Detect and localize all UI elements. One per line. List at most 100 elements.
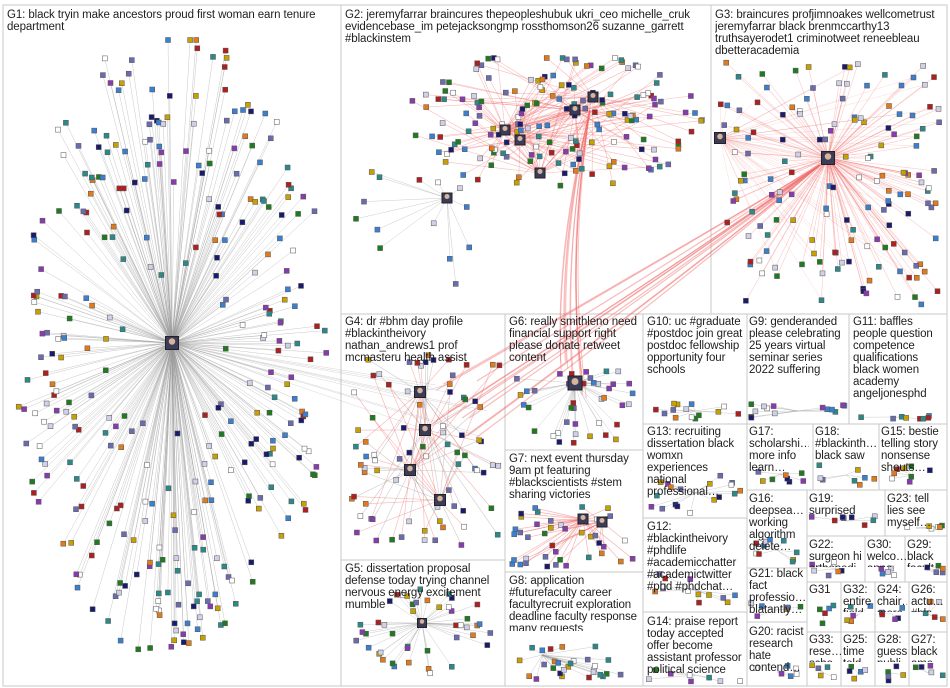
node-g4[interactable] <box>454 449 460 456</box>
node-g1[interactable] <box>99 174 106 181</box>
node-small-group[interactable] <box>850 612 856 619</box>
node-small-group[interactable] <box>677 486 684 492</box>
node-small-group[interactable] <box>867 603 874 609</box>
node-g2[interactable] <box>465 128 472 135</box>
node-small-group[interactable] <box>817 606 823 613</box>
node-g1[interactable] <box>32 410 38 417</box>
node-g3[interactable] <box>921 268 928 275</box>
node-g3[interactable] <box>850 227 856 233</box>
node-g3[interactable] <box>730 198 737 204</box>
node-small-group[interactable] <box>912 664 919 671</box>
node-g1[interactable] <box>199 170 205 176</box>
node-g1[interactable] <box>30 232 37 238</box>
node-small-group[interactable] <box>648 504 655 510</box>
node-g1[interactable] <box>62 293 68 300</box>
node-g1[interactable] <box>89 174 95 181</box>
node-g2[interactable] <box>488 162 495 168</box>
node-g3[interactable] <box>891 131 897 137</box>
node-g1[interactable] <box>73 506 79 512</box>
node-g2[interactable] <box>376 174 383 180</box>
node-small-group[interactable] <box>940 616 946 622</box>
node-g2[interactable] <box>564 56 570 63</box>
node-g4[interactable] <box>432 537 438 544</box>
node-small-group[interactable] <box>660 583 666 590</box>
node-g3[interactable] <box>789 104 796 111</box>
node-g1[interactable] <box>115 87 122 93</box>
node-g5[interactable] <box>474 601 481 608</box>
node-g2[interactable] <box>436 149 442 155</box>
node-g3[interactable] <box>935 106 942 112</box>
node-g1[interactable] <box>75 143 82 149</box>
node-g4[interactable] <box>462 452 468 459</box>
node-g4[interactable] <box>386 381 392 388</box>
node-g2[interactable] <box>582 105 588 112</box>
node-g3[interactable] <box>822 136 829 143</box>
node-small-group[interactable] <box>894 466 900 472</box>
node-g3[interactable] <box>931 74 937 80</box>
node-g1[interactable] <box>121 413 128 419</box>
node-g3[interactable] <box>842 153 849 160</box>
node-g2[interactable] <box>550 72 556 79</box>
node-g3[interactable] <box>894 294 901 300</box>
node-g1[interactable] <box>35 499 42 505</box>
node-g1[interactable] <box>307 356 314 363</box>
node-g2[interactable] <box>463 110 469 117</box>
node-g6[interactable] <box>583 369 589 375</box>
node-g8[interactable] <box>559 644 566 650</box>
node-g1[interactable] <box>294 340 301 347</box>
node-g2[interactable] <box>646 165 652 171</box>
node-g1[interactable] <box>24 377 31 383</box>
node-g1[interactable] <box>221 563 228 570</box>
node-small-group[interactable] <box>668 670 674 677</box>
node-g4[interactable] <box>404 388 411 395</box>
node-g1[interactable] <box>312 472 318 478</box>
node-small-group[interactable] <box>793 549 800 556</box>
node-g3[interactable] <box>885 198 891 204</box>
node-g1[interactable] <box>122 583 128 589</box>
node-small-group[interactable] <box>889 475 895 482</box>
node-g1[interactable] <box>107 80 114 86</box>
node-g1[interactable] <box>35 308 41 315</box>
node-g1[interactable] <box>298 283 304 289</box>
node-g3[interactable] <box>901 249 908 256</box>
node-g1[interactable] <box>158 272 165 278</box>
node-g1[interactable] <box>215 405 222 411</box>
node-g2[interactable] <box>475 176 481 183</box>
node-g3[interactable] <box>827 128 834 134</box>
node-g1[interactable] <box>94 539 100 545</box>
node-g3[interactable] <box>767 176 774 182</box>
node-g6[interactable] <box>601 395 607 401</box>
node-small-group[interactable] <box>808 514 815 520</box>
node-g5[interactable] <box>427 670 433 676</box>
node-g2[interactable] <box>536 153 543 160</box>
node-g1[interactable] <box>117 580 123 586</box>
node-g1[interactable] <box>117 502 124 509</box>
node-g1[interactable] <box>228 418 234 424</box>
node-g4[interactable] <box>389 536 395 543</box>
node-g2[interactable] <box>566 82 572 88</box>
node-g4[interactable] <box>406 449 413 456</box>
node-g1[interactable] <box>253 436 259 442</box>
node-g3[interactable] <box>905 210 912 217</box>
node-g1[interactable] <box>248 108 254 115</box>
node-g3[interactable] <box>922 81 928 88</box>
node-g3[interactable] <box>763 248 770 254</box>
node-g1[interactable] <box>186 640 192 646</box>
node-g2[interactable] <box>563 148 569 155</box>
node-g3[interactable] <box>723 59 729 66</box>
node-small-group[interactable] <box>809 662 815 668</box>
node-small-group[interactable] <box>848 604 854 610</box>
node-g2[interactable] <box>558 82 565 88</box>
node-g3[interactable] <box>934 288 941 294</box>
node-g2[interactable] <box>490 125 497 132</box>
node-g6[interactable] <box>572 431 579 438</box>
node-g2[interactable] <box>533 143 539 150</box>
node-g2[interactable] <box>627 113 634 119</box>
node-g3[interactable] <box>804 96 810 102</box>
node-g2[interactable] <box>441 96 447 103</box>
node-g2[interactable] <box>517 121 523 127</box>
node-g1[interactable] <box>301 445 308 452</box>
node-g1[interactable] <box>55 336 62 342</box>
node-g5[interactable] <box>389 660 396 667</box>
node-g4[interactable] <box>490 361 496 368</box>
